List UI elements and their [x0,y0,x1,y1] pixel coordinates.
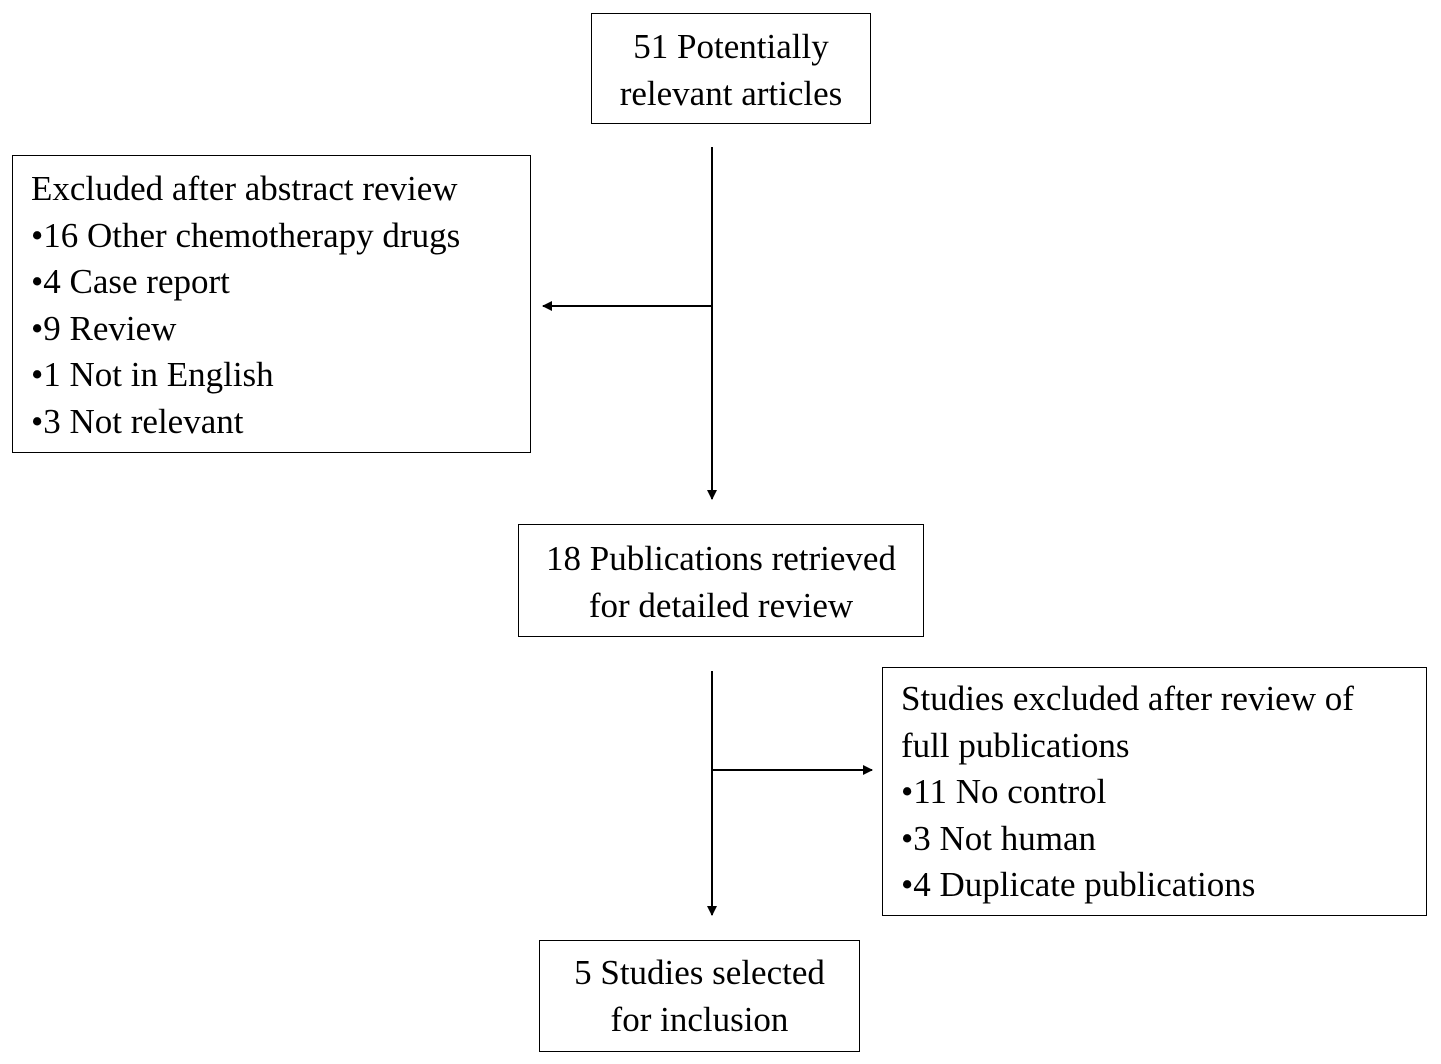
excluded-abstract-item: •4 Case report [31,262,230,301]
excluded-full-item: •3 Not human [901,818,1097,858]
excluded-abstract-item: •3 Not relevant [31,401,244,441]
excluded-abstract-item: •16 Other chemotherapy drugs [31,215,461,255]
box-text-line: 5 Studies selected [574,953,825,992]
publications-retrieved-box: 18 Publications retrieved for detailed r… [518,524,924,637]
excluded-abstract-box: Excluded after abstract review •16 Other… [12,155,531,453]
excluded-full-item: •11 No control [901,772,1107,811]
excluded-full-box: Studies excluded after review of full pu… [882,667,1427,916]
excluded-abstract-item: •1 Not in English [31,355,274,394]
excluded-full-title: full publications [901,725,1130,765]
box-text-line: for detailed review [588,585,854,625]
excluded-full-title: Studies excluded after review of [901,679,1354,718]
potentially-relevant-box: 51 Potentially relevant articles [591,13,871,124]
box-text-line: for inclusion [610,999,789,1039]
excluded-abstract-item: •9 Review [31,308,177,348]
box-text-line: 18 Publications retrieved [546,539,896,578]
excluded-full-item: •4 Duplicate publications [901,865,1256,904]
box-text-line: relevant articles [619,73,843,113]
excluded-abstract-title: Excluded after abstract review [31,169,458,208]
studies-selected-box: 5 Studies selected for inclusion [539,940,860,1052]
box-text-line: 51 Potentially [633,27,829,66]
